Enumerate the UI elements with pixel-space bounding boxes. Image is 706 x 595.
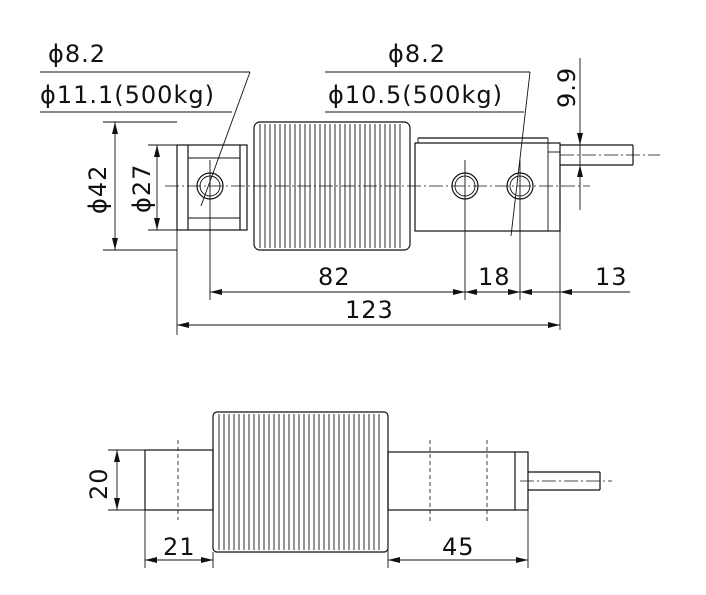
dim-9-9-label: 9.9 [553,67,581,108]
left-hole-diameter-label: ϕ8.2 [48,40,106,68]
right-hole-500kg-label: ϕ10.5(500kg) [328,81,503,109]
dim-123-label: 123 [345,296,394,324]
dim-21-label: 21 [163,533,196,561]
side-view: 20 21 45 [85,411,612,568]
dim-phi42-label: ϕ42 [84,165,112,214]
cable-top-view [560,144,660,166]
dim-82-label: 82 [318,263,351,291]
dim-13-label: 13 [595,263,628,291]
dim-9-9: 9.9 [553,58,600,210]
dim-phi27: ϕ27 [128,144,177,231]
dim-45: 45 [387,510,529,568]
bellows-side-view [212,411,389,553]
left-hole-callout: ϕ8.2 ϕ11.1(500kg) [40,40,251,207]
dim-18-label: 18 [478,263,511,291]
dim-21: 21 [144,510,214,568]
dim-phi42: ϕ42 [84,121,177,251]
dim-123: 123 [177,296,560,328]
dim-phi27-label: ϕ27 [128,164,156,213]
top-view: ϕ8.2 ϕ11.1(500kg) ϕ8.2 ϕ10.5(500kg) 9.9 [40,40,660,335]
dim-20: 20 [85,449,145,511]
side-right-block [387,440,529,522]
right-hole-diameter-label: ϕ8.2 [388,40,446,68]
side-left-block [144,440,214,520]
right-end-block [414,137,561,232]
dim-row-82-18-13: 82 18 13 [210,263,630,295]
cable-side-view [520,471,612,491]
right-hole-callout: ϕ8.2 ϕ10.5(500kg) [325,40,531,237]
left-end-block [176,144,248,231]
dim-45-label: 45 [442,533,475,561]
dim-20-label: 20 [85,467,113,500]
left-hole-500kg-label: ϕ11.1(500kg) [40,81,215,109]
